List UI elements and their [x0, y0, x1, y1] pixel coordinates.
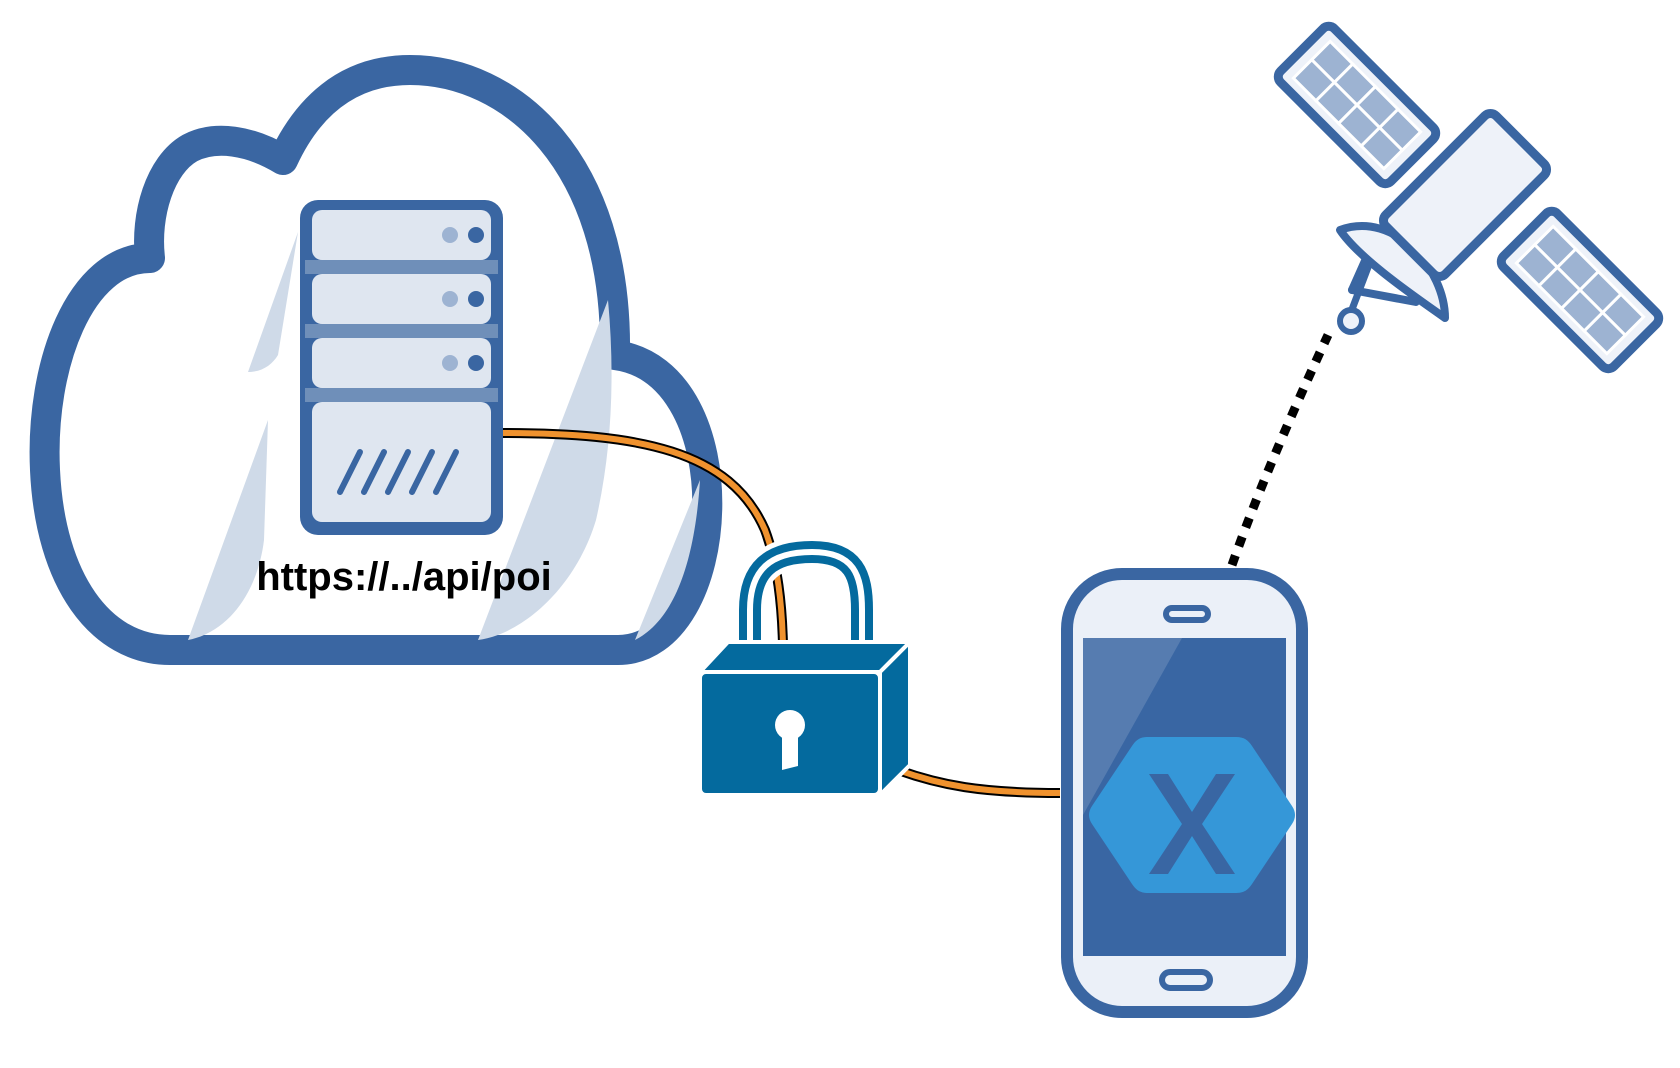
satellite-panel-lower-cells: [1514, 224, 1646, 356]
cable-server-to-lock: [499, 430, 786, 646]
padlock-top-face: [698, 640, 912, 674]
padlock-side-face: [878, 640, 912, 797]
cloud-shade-right: [478, 300, 700, 640]
padlock-keyhole-slot: [782, 728, 798, 770]
server-led-2a: [442, 291, 458, 307]
cloud-shade-left: [188, 232, 298, 640]
server-led-3a: [442, 355, 458, 371]
padlock-shackle-inner: [747, 548, 865, 653]
gps-signal-link: [1227, 333, 1333, 567]
satellite-feed-horn: [1337, 307, 1365, 335]
phone-speaker: [1163, 605, 1211, 623]
satellite-body: [1378, 108, 1552, 282]
server-led-3b: [468, 355, 484, 371]
server-led-1b: [468, 227, 484, 243]
server-unit-3: [312, 338, 491, 388]
secure-connection-cable: [499, 428, 1061, 798]
server-led-1a: [442, 227, 458, 243]
smartphone-icon: [1061, 568, 1308, 1018]
server-unit-2: [312, 274, 491, 324]
xamarin-x-mark: [1149, 774, 1235, 874]
server-unit-1: [312, 210, 491, 260]
phone-screen-glare: [1083, 638, 1182, 815]
server-led-2b: [468, 291, 484, 307]
satellite-dish-arm: [1348, 286, 1420, 306]
server-vents: [337, 449, 459, 495]
padlock-icon: [698, 535, 912, 797]
server-band-3: [305, 388, 498, 402]
satellite-panel-upper-cells: [1291, 39, 1423, 171]
api-endpoint-label: https://../api/poi: [256, 555, 552, 599]
satellite-feed-rod: [1347, 260, 1374, 314]
phone-home-button: [1159, 969, 1213, 991]
satellite-icon: [1273, 21, 1664, 374]
server-band-1: [305, 260, 498, 274]
server-band-2: [305, 324, 498, 338]
server-icon: [300, 200, 503, 535]
xamarin-logo-icon: [1089, 737, 1295, 893]
cable-lock-to-phone: [896, 767, 1061, 796]
